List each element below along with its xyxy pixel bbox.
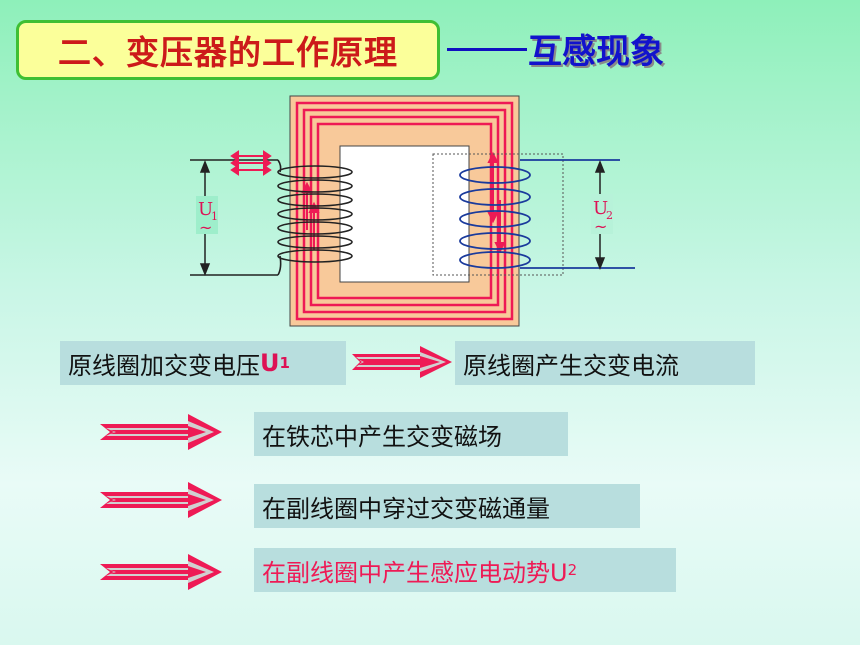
arrow-2 <box>100 414 222 450</box>
core-window <box>339 145 470 283</box>
u2-label: U <box>593 198 608 219</box>
title-box: 二、变压器的工作原理 <box>16 20 440 80</box>
u1-tilde: ~ <box>199 218 212 237</box>
page-subtitle: 互感现象 <box>528 32 664 72</box>
current-arrows <box>230 150 272 176</box>
step-magnetic-field: 在铁芯中产生交变磁场 <box>254 412 568 456</box>
u2-sub: 2 <box>606 209 613 222</box>
title-dash <box>447 48 527 51</box>
page-title: 二、变压器的工作原理 <box>58 33 398 72</box>
secondary-coil <box>459 159 635 269</box>
step-current: 原线圈产生交变电流 <box>455 341 755 385</box>
u2-tilde: ~ <box>594 217 607 236</box>
u1-sub: 1 <box>211 210 218 223</box>
arrow-3 <box>100 482 222 518</box>
u1-label: U <box>198 199 213 220</box>
arrow-1 <box>352 346 452 378</box>
step-flux: 在副线圈中穿过交变磁通量 <box>254 484 640 528</box>
secondary-dotted <box>432 153 564 276</box>
arrow-4 <box>100 554 222 590</box>
